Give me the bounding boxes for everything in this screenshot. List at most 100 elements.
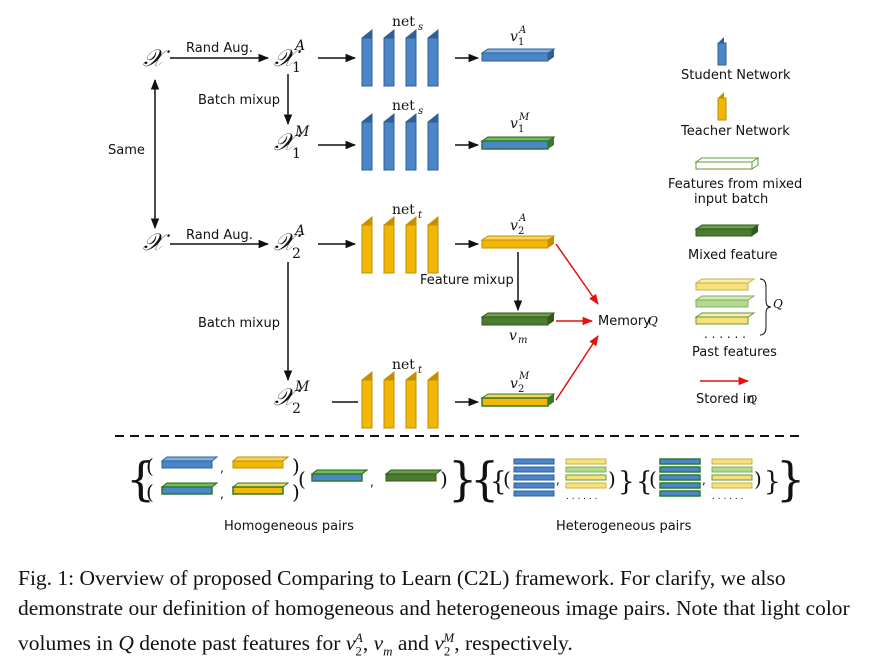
- svg-text:): ): [608, 467, 616, 491]
- svg-text:): ): [292, 480, 300, 504]
- feature-v1A: v A 1: [480, 25, 556, 62]
- memory-q-label: Memory Q: [598, 314, 658, 329]
- svg-text:2: 2: [518, 226, 524, 237]
- store-arrow-v2A: [555, 243, 599, 305]
- teacher-network-1: net t: [361, 202, 439, 275]
- legend-mixed-feature-label: Mixed feature: [688, 248, 777, 263]
- batch-mixup-label-top: Batch mixup: [198, 93, 280, 108]
- svg-text:s: s: [418, 22, 423, 33]
- svg-text:. . . . . .: . . . . . .: [712, 492, 743, 502]
- input-x-top: 𝒳: [143, 44, 171, 72]
- svg-text:m: m: [518, 335, 527, 346]
- svg-text:,: ,: [220, 461, 224, 475]
- svg-text:t: t: [418, 365, 423, 376]
- svg-text:1: 1: [518, 37, 524, 48]
- x2-mix-symbol: 𝒳 M 2: [274, 379, 310, 417]
- svg-text:net: net: [392, 202, 415, 218]
- svg-text:v: v: [510, 218, 518, 234]
- svg-text:}: }: [776, 452, 805, 506]
- legend-mixed-input-icon: [694, 157, 760, 170]
- svg-text:A: A: [293, 38, 305, 54]
- svg-text:A: A: [518, 25, 526, 36]
- x1-aug-symbol: 𝒳 A 1: [274, 38, 305, 76]
- svg-text:M: M: [294, 379, 310, 395]
- input-x-bottom: 𝒳: [143, 228, 171, 256]
- caption-text-2: denote past features for: [139, 631, 341, 656]
- svg-text:t: t: [418, 210, 423, 221]
- svg-text:}: }: [618, 467, 635, 497]
- legend-student-label: Student Network: [681, 68, 791, 83]
- legend-student-icon: [717, 37, 727, 66]
- caption-and: and: [397, 631, 429, 656]
- store-arrow-v2M: [555, 335, 599, 401]
- caption-v2M: v2M: [434, 630, 455, 659]
- legend-teacher-icon: [717, 92, 727, 121]
- svg-text:): ): [440, 467, 448, 491]
- svg-text:1: 1: [292, 60, 301, 76]
- legend-teacher-label: Teacher Network: [680, 124, 790, 139]
- svg-text:(: (: [649, 467, 657, 491]
- svg-text:{: {: [470, 452, 499, 506]
- svg-text:v: v: [510, 29, 518, 45]
- teacher-network-2: net t: [361, 357, 439, 430]
- svg-text:. . . . . .: . . . . . .: [704, 327, 746, 341]
- student-network-1: net s: [361, 14, 439, 88]
- heterogeneous-group-1: . . . . . .: [513, 458, 607, 502]
- svg-text:Stored in: Stored in: [696, 392, 755, 407]
- svg-text:,: ,: [220, 487, 224, 501]
- feature-v1M: v M 1: [480, 112, 556, 150]
- homogeneous-pair-3: [310, 469, 443, 482]
- svg-text:,: ,: [370, 475, 374, 489]
- svg-text:Q: Q: [648, 314, 658, 328]
- framework-diagram: 𝒳 𝒳 Same Rand Aug. Rand Aug. 𝒳 A 1 𝒳 M 1…: [108, 14, 805, 534]
- student-network-2: net s: [361, 98, 439, 172]
- svg-text:): ): [292, 454, 300, 478]
- same-label: Same: [108, 143, 145, 158]
- svg-text:{: {: [636, 467, 653, 497]
- heterogeneous-pairs-label: Heterogeneous pairs: [556, 519, 692, 534]
- caption-q: Q: [118, 631, 134, 656]
- svg-text:(: (: [503, 467, 511, 491]
- svg-text:Q: Q: [748, 393, 757, 406]
- svg-text:(: (: [146, 480, 154, 504]
- legend-mixed-input-label-1: Features from mixed: [668, 177, 802, 192]
- svg-text:): ): [754, 467, 762, 491]
- svg-text:M: M: [518, 112, 530, 123]
- svg-text:v: v: [510, 376, 518, 392]
- svg-text:{: {: [490, 467, 507, 497]
- legend-past-features-icon: . . . . . . Q: [694, 278, 783, 341]
- svg-text:}: }: [448, 452, 477, 506]
- batch-mixup-label-bottom: Batch mixup: [198, 316, 280, 331]
- svg-text:net: net: [392, 357, 415, 373]
- homogeneous-pairs-label: Homogeneous pairs: [224, 519, 354, 534]
- rand-aug-label-top: Rand Aug.: [186, 41, 253, 56]
- feature-vm: v m: [480, 312, 556, 346]
- caption-vm: vm: [373, 631, 393, 659]
- svg-text:(: (: [298, 467, 306, 491]
- svg-text:A: A: [518, 213, 526, 224]
- svg-text:{: {: [126, 452, 155, 506]
- caption-text-1: Overview of proposed Comparing to Learn …: [18, 566, 850, 656]
- svg-text:Q: Q: [773, 297, 783, 311]
- heterogeneous-group-2: . . . . . .: [659, 458, 753, 502]
- svg-text:,: ,: [702, 473, 706, 487]
- x2-aug-symbol: 𝒳 A 2: [274, 223, 305, 262]
- legend-mixed-feature-icon: [694, 224, 760, 237]
- svg-text:net: net: [392, 14, 415, 30]
- feature-v2M: v M 2: [480, 371, 556, 407]
- rand-aug-label-bottom: Rand Aug.: [186, 228, 253, 243]
- homogeneous-pair-1: [160, 456, 290, 469]
- svg-text:1: 1: [518, 124, 524, 135]
- legend-past-features-label: Past features: [692, 345, 777, 360]
- legend-mixed-input-label-2: input batch: [694, 192, 768, 207]
- caption-v2A: v2A: [345, 630, 363, 659]
- svg-text:2: 2: [518, 384, 524, 395]
- svg-text:,: ,: [556, 473, 560, 487]
- svg-text:v: v: [510, 116, 518, 132]
- svg-text:M: M: [294, 124, 310, 140]
- svg-text:Memory: Memory: [598, 314, 651, 329]
- caption-fig-label: Fig. 1:: [18, 566, 75, 590]
- svg-text:2: 2: [292, 246, 301, 262]
- svg-text:(: (: [146, 454, 154, 478]
- homogeneous-pair-2: [160, 482, 290, 495]
